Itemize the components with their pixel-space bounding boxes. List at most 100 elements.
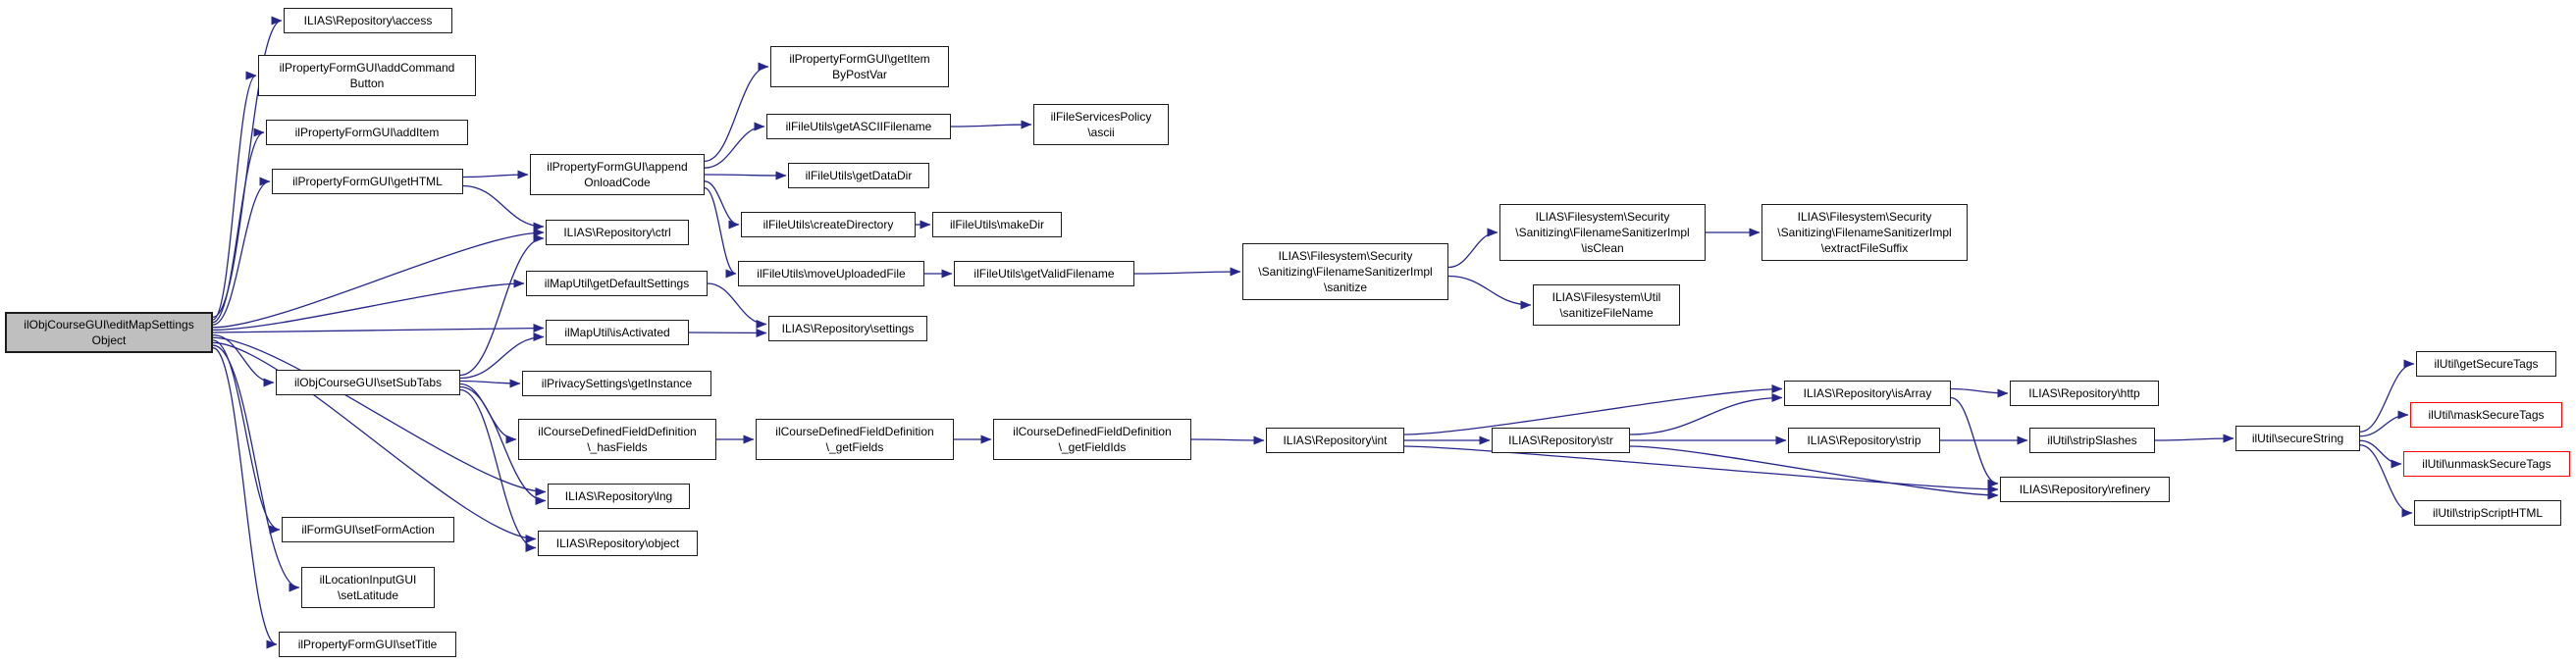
node-label: ILIAS\Repository\ctrl	[563, 226, 671, 239]
node-getFields[interactable]: ilCourseDefinedFieldDefinition\_getField…	[756, 419, 954, 460]
node-label: ilUtil\getSecureTags	[2434, 357, 2539, 371]
node-label: \extractFileSuffix	[1820, 241, 1909, 255]
edge-appendOnloadCode-createDirectory	[704, 180, 740, 230]
edge-int-isArray	[1403, 384, 1783, 435]
edge-getDefaultSettings-settings	[707, 282, 767, 329]
edge-setSubTabs-object	[459, 388, 537, 552]
node-label: ILIAS\Repository\lng	[564, 489, 673, 503]
node-int[interactable]: ILIAS\Repository\int	[1266, 428, 1404, 453]
edge-stripSlashes-secureString	[2154, 434, 2234, 443]
node-sanitizeFileName[interactable]: ILIAS\Filesystem\Util \sanitizeFileName	[1533, 284, 1680, 326]
node-label: ilFormGUI\setFormAction	[301, 523, 435, 536]
node-label: ILIAS\Repository\str	[1508, 434, 1613, 447]
node-moveUploadedFile[interactable]: ilFileUtils\moveUploadedFile	[738, 261, 924, 286]
node-label: ILIAS\Repository\access	[303, 14, 433, 27]
node-secureString[interactable]: ilUtil\secureString	[2235, 426, 2360, 451]
edge-setSubTabs-privacyGetInstance	[459, 379, 521, 388]
edge-secureString-unmaskSecureTags	[2359, 439, 2402, 469]
edge-secureString-maskSecureTags	[2359, 410, 2409, 437]
node-refinery[interactable]: ILIAS\Repository\refinery	[2000, 477, 2170, 502]
node-label: \_hasFields	[587, 440, 648, 454]
node-label: ILIAS\Repository\int	[1283, 434, 1388, 447]
edge-getHTML-ctrl	[462, 184, 545, 231]
node-createDirectory[interactable]: ilFileUtils\createDirectory	[741, 212, 916, 237]
node-getHTML[interactable]: ilPropertyFormGUI\getHTML	[272, 169, 463, 194]
node-str[interactable]: ILIAS\Repository\str	[1492, 428, 1630, 453]
node-addItem[interactable]: ilPropertyFormGUI\addItem	[266, 120, 468, 145]
node-stripSlashes[interactable]: ilUtil\stripSlashes	[2029, 428, 2155, 453]
node-label: ilMapUtil\getDefaultSettings	[544, 277, 690, 290]
node-label: ilFileUtils\makeDir	[949, 218, 1044, 231]
edge-editMapSettingsObject-addCommandButton	[212, 71, 257, 321]
node-getDataDir[interactable]: ilFileUtils\getDataDir	[788, 163, 929, 188]
node-label: \_getFields	[825, 440, 884, 454]
node-label: ILIAS\Repository\object	[555, 536, 680, 550]
node-getSecureTags[interactable]: ilUtil\getSecureTags	[2416, 351, 2556, 377]
edge-editMapSettingsObject-ctrl	[212, 228, 545, 329]
node-isArray[interactable]: ILIAS\Repository\isArray	[1784, 381, 1951, 406]
node-http[interactable]: ILIAS\Repository\http	[2010, 381, 2159, 406]
node-hasFields[interactable]: ilCourseDefinedFieldDefinition \_hasField…	[518, 419, 716, 460]
node-label: ilUtil\stripSlashes	[2047, 434, 2137, 447]
node-lng[interactable]: ILIAS\Repository\lng	[548, 484, 690, 509]
node-label: ILIAS\Repository\refinery	[2019, 483, 2151, 496]
node-object[interactable]: ILIAS\Repository\object	[538, 531, 698, 556]
node-label: ilUtil\secureString	[2251, 432, 2344, 445]
node-label: ilFileUtils\getASCIIFilename	[785, 120, 932, 133]
node-setTitle[interactable]: ilPropertyFormGUI\setTitle	[279, 632, 456, 657]
node-label: ilCourseDefinedFieldDefinition	[538, 425, 697, 438]
node-strip[interactable]: ILIAS\Repository\strip	[1788, 428, 1940, 453]
node-privacyGetInstance[interactable]: ilPrivacySettings\getInstance	[522, 371, 711, 396]
node-label: ilPropertyFormGUI\append	[547, 160, 688, 174]
node-label: ILIAS\Filesystem\Util	[1551, 290, 1661, 304]
edge-sanitize-sanitizeFileName	[1447, 275, 1532, 310]
edge-isActivated-settings	[688, 328, 767, 337]
edge-setSubTabs-isActivated	[459, 332, 545, 380]
node-getDefaultSettings[interactable]: ilMapUtil\getDefaultSettings	[526, 271, 708, 296]
node-label: ByPostVar	[832, 68, 887, 81]
node-makeDir[interactable]: ilFileUtils\makeDir	[932, 212, 1062, 237]
node-stripScriptHTML[interactable]: ilUtil\stripScriptHTML	[2414, 500, 2561, 526]
node-setSubTabs[interactable]: ilObjCourseGUI\setSubTabs	[276, 370, 460, 395]
edge-editMapSettingsObject-addItem	[212, 128, 265, 324]
node-label: ilFileUtils\getDataDir	[805, 169, 913, 182]
node-ascii[interactable]: ilFileServicesPolicy\ascii	[1033, 104, 1169, 145]
node-setFormAction[interactable]: ilFormGUI\setFormAction	[282, 517, 454, 542]
node-ctrl[interactable]: ILIAS\Repository\ctrl	[546, 220, 689, 245]
node-isClean[interactable]: ILIAS\Filesystem\Security\Sanitizing\Fil…	[1499, 204, 1706, 261]
node-setLatitude[interactable]: ilLocationInputGUI\setLatitude	[301, 567, 435, 608]
node-label: Object	[91, 333, 127, 347]
node-unmaskSecureTags[interactable]: ilUtil\unmaskSecureTags	[2403, 451, 2570, 477]
node-access[interactable]: ILIAS\Repository\access	[284, 8, 452, 33]
node-label: \ascii	[1087, 126, 1115, 139]
edge-getValidFilename-sanitize	[1133, 267, 1241, 277]
node-sanitize[interactable]: ILIAS\Filesystem\Security\Sanitizing\Fil…	[1242, 243, 1448, 300]
node-getValidFilename[interactable]: ilFileUtils\getValidFilename	[954, 261, 1134, 286]
node-label: \sanitize	[1323, 281, 1368, 294]
edge-setSubTabs-ctrl	[459, 233, 545, 377]
edge-str-refinery	[1629, 445, 1999, 500]
node-maskSecureTags[interactable]: ilUtil\maskSecureTags	[2410, 402, 2562, 428]
edge-editMapSettingsObject-setSubTabs	[212, 333, 275, 387]
node-getFieldIds[interactable]: ilCourseDefinedFieldDefinition\_getField…	[993, 419, 1191, 460]
node-label: ilUtil\stripScriptHTML	[2432, 506, 2543, 520]
node-label: \isClean	[1581, 241, 1624, 255]
edge-secureString-getSecureTags	[2359, 359, 2415, 433]
node-label: \sanitizeFileName	[1559, 306, 1654, 320]
edge-appendOnloadCode-getASCIIFilename	[704, 122, 765, 169]
node-isActivated[interactable]: ilMapUtil\isActivated	[546, 320, 689, 345]
edge-editMapSettingsObject-setLatitude	[212, 344, 300, 592]
node-extractFileSuffix[interactable]: ILIAS\Filesystem\Security\Sanitizing\Fil…	[1761, 204, 1968, 261]
node-label: ilPropertyFormGUI\addItem	[294, 126, 440, 139]
node-getASCIIFilename[interactable]: ilFileUtils\getASCIIFilename	[766, 114, 951, 139]
node-settings[interactable]: ILIAS\Repository\settings	[768, 316, 927, 341]
node-label: ilPropertyFormGUI\getHTML	[292, 175, 443, 188]
node-label: ILIAS\Repository\isArray	[1803, 386, 1932, 400]
edge-appendOnloadCode-getItemByPostVar	[704, 62, 769, 163]
